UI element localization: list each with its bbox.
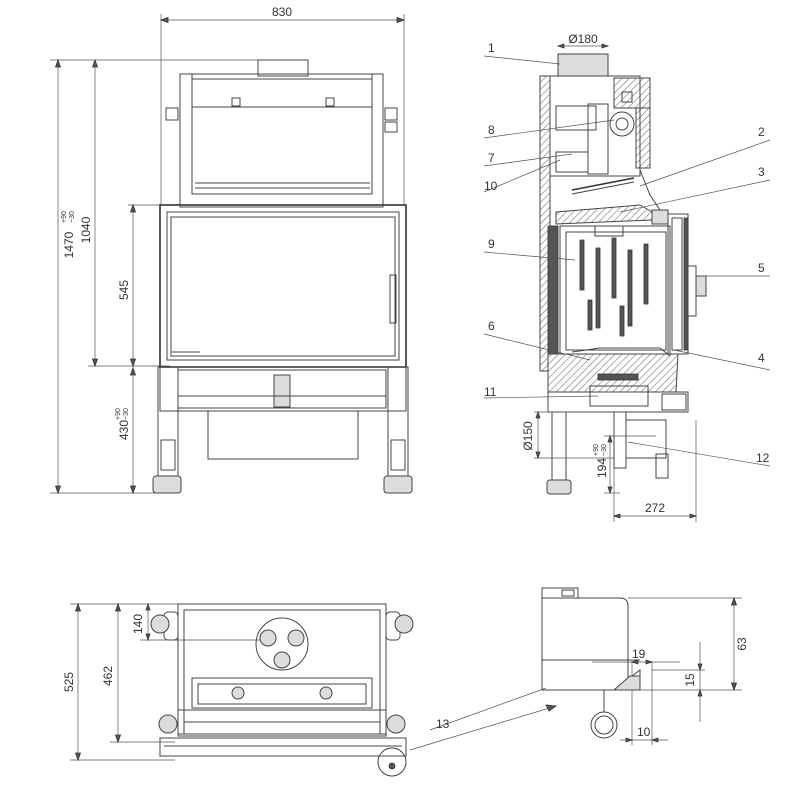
front-top-height-dimension: 1040 — [79, 58, 170, 368]
front-window-height-label: 545 — [117, 280, 131, 300]
part-label-2: 2 — [758, 125, 765, 139]
detail-width-label: 19 — [632, 647, 646, 661]
front-leg-height-label: 430 — [117, 420, 131, 440]
front-total-height-tol-minus: −30 — [69, 211, 76, 223]
top-inner-depth-dimension: 462 — [101, 602, 175, 744]
part-label-5: 5 — [758, 261, 765, 275]
top-view: 525 462 140 — [62, 602, 414, 777]
part-label-10: 10 — [484, 179, 498, 193]
detail-callout-label: 13 — [436, 717, 450, 731]
detail-step-dimension: 15 — [652, 642, 705, 722]
part-label-12: 12 — [756, 451, 770, 465]
side-firebox — [547, 213, 707, 367]
front-total-height-dimension: 1470 +90 −30 — [50, 58, 260, 495]
part-label-4: 4 — [758, 351, 765, 365]
part-label-6: 6 — [488, 319, 495, 333]
front-leg-height-tol-minus: −30 — [123, 408, 130, 420]
part-label-1: 1 — [488, 41, 495, 55]
detail-view: 63 19 15 10 — [409, 587, 749, 751]
detail-slot-dimension: 10 — [620, 690, 668, 745]
side-inlet-height-label: 194 — [595, 458, 609, 478]
front-window-height-dimension: 545 — [117, 203, 165, 368]
part-label-9: 9 — [488, 237, 495, 251]
detail-step-label: 15 — [683, 673, 697, 687]
detail-callout: 13 — [409, 687, 558, 751]
side-inlet-height-tol-minus: −30 — [601, 444, 608, 456]
top-flue-offset-label: 140 — [131, 614, 145, 634]
top-depth-dimension: 525 — [62, 602, 180, 762]
side-ashpan — [547, 347, 689, 413]
front-total-height-tol-plus: +90 — [61, 211, 68, 223]
detail-height-dimension: 63 — [628, 596, 749, 692]
top-inner-depth-label: 462 — [101, 666, 115, 686]
side-inlet-diameter-label: Ø150 — [521, 421, 535, 451]
side-casing — [539, 75, 661, 372]
side-baffle — [555, 204, 653, 225]
front-top-height-label: 1040 — [79, 216, 93, 243]
front-width-label: 830 — [272, 5, 292, 19]
side-view: Ø180 — [483, 32, 771, 522]
front-legs — [152, 366, 413, 494]
side-depth-dimension: 272 — [612, 420, 698, 522]
front-view: 830 1470 +90 −30 1040 — [50, 5, 413, 495]
detail-height-label: 63 — [735, 637, 749, 651]
side-flue-diameter-label: Ø180 — [568, 32, 598, 46]
front-lower-frame — [159, 366, 407, 460]
top-body — [150, 603, 414, 777]
side-part-leaders — [483, 55, 771, 467]
side-inlet-height-dimension: 194 +90 −30 — [593, 434, 656, 495]
front-door — [159, 204, 407, 368]
front-total-height-label: 1470 — [62, 231, 76, 258]
side-flue-dimension: Ø180 — [556, 32, 610, 49]
detail-body — [541, 587, 641, 739]
top-flue-offset-dimension: 140 — [131, 602, 260, 642]
front-leg-height-tol-plus: +90 — [115, 408, 122, 420]
side-part-labels: 1 2 3 4 5 6 7 8 9 10 11 12 — [484, 41, 770, 465]
side-depth-label: 272 — [645, 501, 665, 515]
detail-width-dimension: 19 — [592, 647, 680, 745]
front-leg-height-dimension: 430 +90 −30 — [115, 366, 137, 495]
part-label-7: 7 — [488, 151, 495, 165]
top-depth-label: 525 — [62, 672, 76, 692]
front-width-dimension: 830 — [159, 5, 406, 205]
side-inlet-height-tol-plus: +90 — [593, 444, 600, 456]
detail-slot-label: 10 — [637, 725, 651, 739]
part-label-3: 3 — [758, 165, 765, 179]
front-upper-frame — [165, 59, 398, 208]
part-label-11: 11 — [484, 385, 497, 399]
side-inlet-diameter-dimension: Ø150 — [521, 410, 614, 460]
part-label-8: 8 — [488, 123, 495, 137]
side-flue-collar — [557, 53, 609, 77]
